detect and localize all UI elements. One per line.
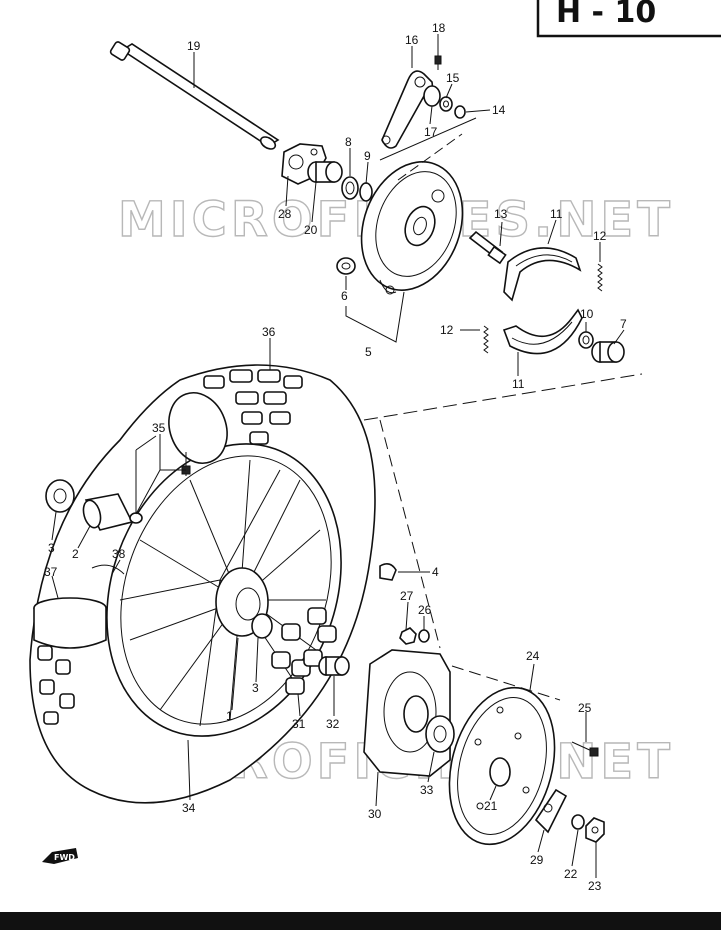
leader-lines <box>51 34 643 878</box>
bottom-border-bar <box>0 912 721 930</box>
panel-seal-6 <box>336 257 356 275</box>
callout-3-right: 3 <box>252 681 259 695</box>
callout-17: 17 <box>424 125 438 139</box>
callout-11-lower: 11 <box>512 377 525 391</box>
sprocket-bolt-25 <box>571 741 599 757</box>
nut-23 <box>585 817 605 843</box>
callout-6: 6 <box>341 289 348 303</box>
callout-15: 15 <box>446 71 460 85</box>
lever-washer-15 <box>439 96 453 112</box>
fwd-text: FWD <box>54 853 75 862</box>
brake-shoe-lower <box>502 308 583 355</box>
inner-tube <box>33 597 107 649</box>
washer-10 <box>578 331 594 349</box>
callout-labels: 19 16 18 15 14 17 8 9 28 20 13 11 12 6 5… <box>44 21 627 893</box>
callout-21: 21 <box>484 799 498 813</box>
callout-20: 20 <box>304 223 318 237</box>
page-label: H - 10 <box>556 0 656 30</box>
callout-12-upper: 12 <box>593 229 607 243</box>
callout-34: 34 <box>182 801 196 815</box>
callout-3-left: 3 <box>48 541 55 555</box>
brake-camshaft <box>468 230 507 265</box>
shoe-spring-upper <box>597 263 603 292</box>
callout-26: 26 <box>418 603 432 617</box>
callout-9: 9 <box>364 149 371 163</box>
callout-30: 30 <box>368 807 382 821</box>
washer-22 <box>571 814 585 830</box>
callout-1: 1 <box>226 709 233 723</box>
callout-16: 16 <box>405 33 419 47</box>
brake-panel <box>360 161 464 295</box>
callout-14: 14 <box>492 103 506 117</box>
callout-37: 37 <box>44 565 58 579</box>
bearing-33 <box>425 715 455 753</box>
callout-24: 24 <box>526 649 540 663</box>
lever-bolt <box>434 55 442 70</box>
lock-washer-plate <box>534 788 568 834</box>
rear-sprocket <box>448 686 556 846</box>
callout-13: 13 <box>494 207 508 221</box>
callout-10: 10 <box>580 307 594 321</box>
callout-27: 27 <box>400 589 414 603</box>
callout-23: 23 <box>588 879 602 893</box>
callout-5: 5 <box>365 345 372 359</box>
callout-36: 36 <box>262 325 276 339</box>
seal-8 <box>341 176 359 200</box>
page-label-box: H - 10 <box>536 0 721 38</box>
callout-22: 22 <box>564 867 578 881</box>
callout-2: 2 <box>72 547 79 561</box>
callout-33: 33 <box>420 783 434 797</box>
callout-8: 8 <box>345 135 352 149</box>
washer-26 <box>418 629 430 643</box>
seal-9 <box>359 182 373 202</box>
shoe-spring-lower <box>483 325 489 354</box>
callout-32: 32 <box>326 717 340 731</box>
damper-cap-4 <box>379 562 397 581</box>
sprocket-spacer-32 <box>318 656 350 676</box>
callout-38: 38 <box>112 547 126 561</box>
callout-12-lower: 12 <box>440 323 454 337</box>
axle <box>109 41 280 150</box>
callout-31: 31 <box>292 717 306 731</box>
callout-29: 29 <box>530 853 544 867</box>
spacer-collar-7 <box>591 341 625 363</box>
cam-washer <box>423 85 441 107</box>
o-ring-14 <box>454 105 466 119</box>
callout-11-upper: 11 <box>550 207 563 221</box>
callout-4: 4 <box>432 565 439 579</box>
callout-28: 28 <box>278 207 292 221</box>
fwd-arrow: FWD <box>42 848 78 864</box>
sprocket-mounting-drum <box>363 649 451 777</box>
callout-25: 25 <box>578 701 592 715</box>
callout-18: 18 <box>432 21 446 35</box>
callout-19: 19 <box>187 39 201 53</box>
spacer-20 <box>307 161 343 183</box>
brake-shoe-upper <box>503 247 582 302</box>
callout-7: 7 <box>620 317 627 331</box>
callout-35: 35 <box>152 421 166 435</box>
bearing-left <box>45 479 75 513</box>
nut-27 <box>399 627 417 645</box>
rim-band-38 <box>91 564 125 575</box>
rim-band <box>168 392 228 464</box>
hub-dampers <box>271 607 337 695</box>
